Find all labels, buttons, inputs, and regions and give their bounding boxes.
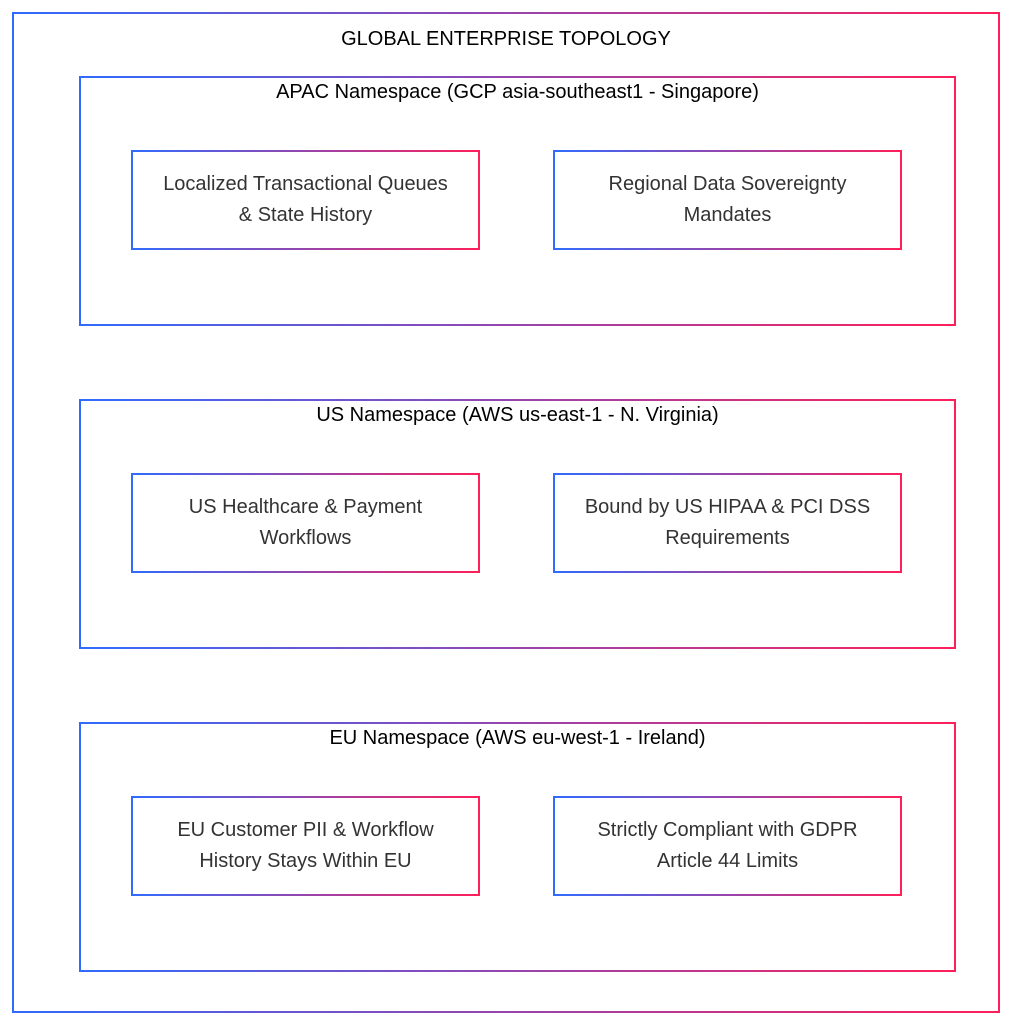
diagram-title: GLOBAL ENTERPRISE TOPOLOGY: [341, 28, 671, 50]
node-label: EU Customer PII & Workflow History Stays…: [177, 819, 434, 872]
apac-transactional-queues-node: Localized Transactional Queues & State H…: [131, 150, 480, 250]
node-label: Strictly Compliant with GDPR Article 44 …: [597, 819, 858, 872]
eu-namespace-title: EU Namespace (AWS eu-west-1 - Ireland): [329, 727, 706, 749]
eu-gdpr-compliance-node: Strictly Compliant with GDPR Article 44 …: [553, 796, 902, 896]
us-namespace: US Namespace (AWS us-east-1 - N. Virgini…: [79, 399, 956, 649]
global-topology-container: GLOBAL ENTERPRISE TOPOLOGY APAC Namespac…: [12, 12, 1000, 1013]
apac-namespace-title: APAC Namespace (GCP asia-southeast1 - Si…: [276, 81, 759, 103]
eu-customer-pii-node: EU Customer PII & Workflow History Stays…: [131, 796, 480, 896]
eu-namespace: EU Namespace (AWS eu-west-1 - Ireland) E…: [79, 722, 956, 972]
node-label: Localized Transactional Queues & State H…: [163, 173, 448, 226]
node-label: US Healthcare & Payment Workflows: [188, 496, 423, 549]
us-namespace-title: US Namespace (AWS us-east-1 - N. Virgini…: [316, 404, 719, 426]
apac-namespace: APAC Namespace (GCP asia-southeast1 - Si…: [79, 76, 956, 326]
us-hipaa-pci-node: Bound by US HIPAA & PCI DSS Requirements: [553, 473, 902, 573]
apac-data-sovereignty-node: Regional Data Sovereignty Mandates: [553, 150, 902, 250]
us-healthcare-payment-node: US Healthcare & Payment Workflows: [131, 473, 480, 573]
node-label: Bound by US HIPAA & PCI DSS Requirements: [584, 496, 871, 549]
node-label: Regional Data Sovereignty Mandates: [608, 173, 847, 226]
